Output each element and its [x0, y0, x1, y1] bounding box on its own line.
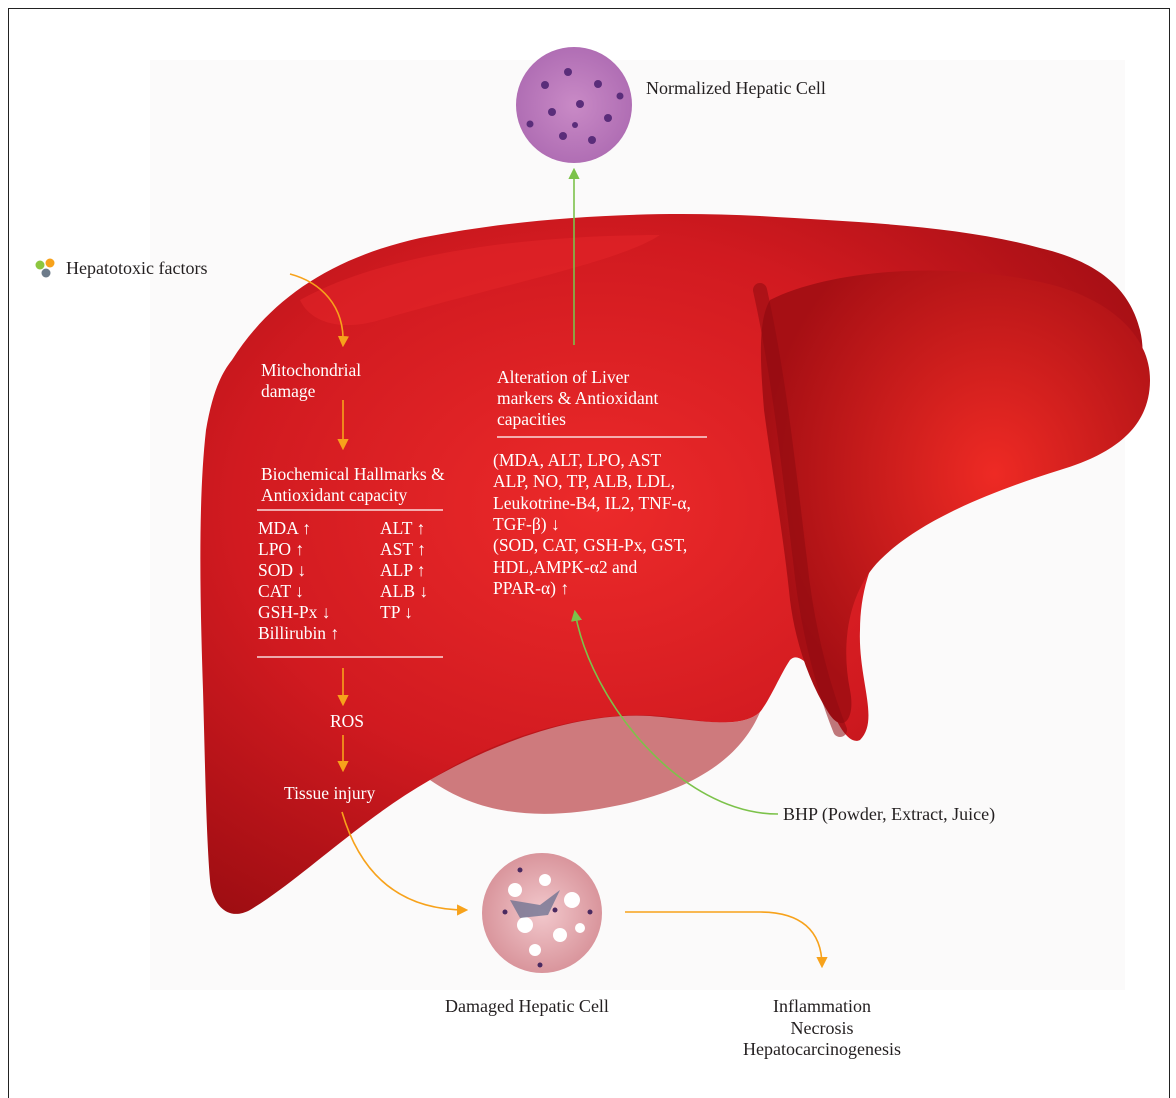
biochem-left-item: CAT ↓: [258, 581, 339, 602]
biochem-right-item: AST ↑: [380, 539, 428, 560]
biochem-right-item: ALB ↓: [380, 581, 428, 602]
bhp-label: BHP (Powder, Extract, Juice): [783, 804, 995, 826]
biochem-right-item: ALT ↑: [380, 518, 428, 539]
mitochondrial-label: Mitochondrial damage: [261, 360, 361, 402]
outcome-label: Inflammation Necrosis Hepatocarcinogenes…: [727, 996, 917, 1061]
biochem-right-item: ALP ↑: [380, 560, 428, 581]
biochem-left-item: LPO ↑: [258, 539, 339, 560]
normalized-cell-label: Normalized Hepatic Cell: [646, 78, 826, 100]
biochem-left-item: GSH-Px ↓: [258, 602, 339, 623]
biochem-left-column: MDA ↑LPO ↑SOD ↓CAT ↓GSH-Px ↓Billirubin ↑: [258, 518, 339, 644]
biochem-left-item: MDA ↑: [258, 518, 339, 539]
hepatotoxic-label: Hepatotoxic factors: [66, 258, 207, 280]
normalized-cell-image: [516, 47, 632, 163]
ros-label: ROS: [330, 711, 364, 732]
biochem-title: Biochemical Hallmarks & Antioxidant capa…: [261, 464, 445, 506]
damaged-cell-image: [482, 853, 602, 973]
damaged-cell-label: Damaged Hepatic Cell: [445, 996, 609, 1018]
alteration-title: Alteration of Liver markers & Antioxidan…: [497, 367, 658, 430]
biochem-right-item: TP ↓: [380, 602, 428, 623]
alteration-body: (MDA, ALT, LPO, AST ALP, NO, TP, ALB, LD…: [493, 450, 691, 599]
tissue-injury-label: Tissue injury: [284, 783, 375, 804]
hepatotoxic-icon: [36, 259, 55, 278]
biochem-left-item: Billirubin ↑: [258, 623, 339, 644]
biochem-right-column: ALT ↑AST ↑ALP ↑ALB ↓TP ↓: [380, 518, 428, 623]
biochem-left-item: SOD ↓: [258, 560, 339, 581]
